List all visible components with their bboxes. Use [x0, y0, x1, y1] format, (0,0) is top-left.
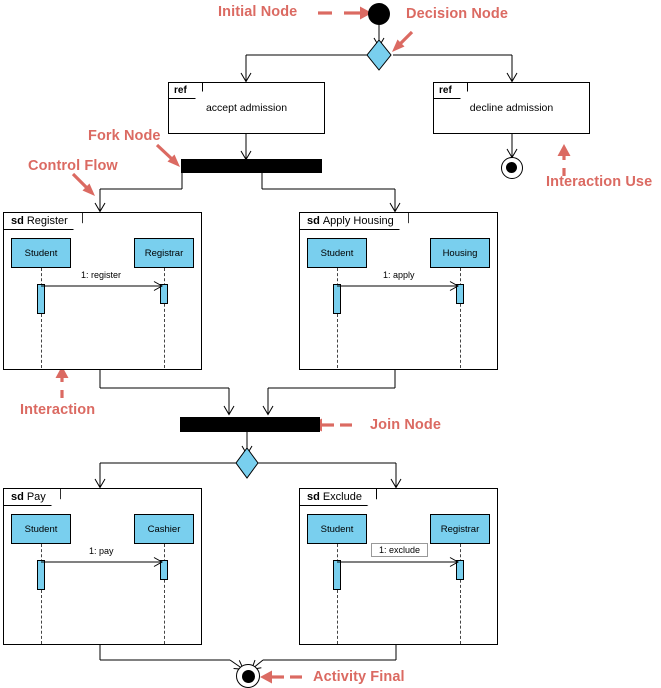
message-label: 1: pay: [89, 546, 114, 556]
activation-bar-housing: [456, 284, 464, 304]
annotation-control-flow: Control Flow: [28, 158, 118, 174]
interaction-use-name: decline admission: [469, 102, 554, 114]
interaction-frame-apply-housing[interactable]: sd Apply Housing Student Housing 1: appl…: [299, 212, 498, 370]
interaction-use-accept-admission[interactable]: ref accept admission: [168, 82, 325, 134]
interaction-frame-title: sd Register: [4, 213, 83, 230]
final-node-decline[interactable]: [501, 157, 523, 179]
annotation-join-node: Join Node: [370, 417, 441, 433]
sd-keyword-label: sd: [11, 215, 24, 227]
lifeline-head-registrar[interactable]: Registrar: [134, 238, 194, 268]
fork-node[interactable]: [181, 159, 322, 173]
lifeline-line-student: [337, 268, 338, 368]
interaction-name-label: Exclude: [322, 491, 362, 503]
lifeline-label: Cashier: [147, 523, 181, 535]
activity-final-node-fill: [241, 669, 255, 683]
lifeline-line-student: [41, 544, 42, 644]
interaction-frame-pay[interactable]: sd Pay Student Cashier 1: pay: [3, 488, 202, 645]
interaction-frame-exclude[interactable]: sd Exclude Student Registrar 1: exclude: [299, 488, 498, 645]
lifeline-label: Registrar: [440, 523, 480, 535]
decision-node-top: [366, 39, 392, 71]
lifeline-head-student[interactable]: Student: [11, 238, 71, 268]
lifeline-head-cashier[interactable]: Cashier: [134, 514, 194, 544]
message-label-selected[interactable]: 1: exclude: [371, 543, 429, 557]
lifeline-line-housing: [460, 268, 461, 368]
interaction-use-decline-admission[interactable]: ref decline admission: [433, 82, 590, 134]
lifeline-head-registrar[interactable]: Registrar: [430, 514, 490, 544]
lifeline-label: Registrar: [144, 247, 184, 259]
lifeline-label: Student: [24, 247, 58, 259]
message-arrow-layer: [337, 557, 460, 567]
interaction-name-label: Pay: [26, 491, 46, 503]
annotation-initial-node: Initial Node: [218, 4, 298, 20]
ref-keyword-label: ref: [434, 83, 468, 99]
activation-bar-student: [333, 284, 341, 314]
activation-bar-student: [37, 560, 45, 590]
annotation-arrow-control-flow: [71, 172, 90, 191]
message-label: 1: apply: [383, 270, 415, 280]
interaction-use-name: accept admission: [205, 102, 288, 114]
message-arrow-layer: [41, 281, 164, 291]
final-node-decline-fill: [506, 162, 517, 173]
annotation-fork-node: Fork Node: [88, 128, 161, 144]
annotation-activity-final: Activity Final: [313, 669, 405, 685]
join-node[interactable]: [180, 417, 320, 432]
sd-keyword-label: sd: [11, 491, 24, 503]
lifeline-head-student[interactable]: Student: [307, 238, 367, 268]
lifeline-label: Housing: [442, 247, 478, 259]
annotation-interaction-use: Interaction Use: [546, 174, 653, 190]
interaction-frame-title: sd Pay: [4, 489, 61, 506]
annotation-interaction: Interaction: [20, 402, 96, 418]
message-arrow-layer: [337, 281, 460, 291]
activation-bar-student: [37, 284, 45, 314]
interaction-frame-title: sd Apply Housing: [300, 213, 409, 230]
activation-bar-cashier: [160, 560, 168, 580]
lifeline-line-registrar: [164, 268, 165, 368]
initial-node[interactable]: [368, 3, 390, 25]
sd-keyword-label: sd: [307, 215, 320, 227]
interaction-name-label: Register: [26, 215, 68, 227]
activity-final-node[interactable]: [236, 664, 260, 688]
annotation-arrow-fork-node: [155, 143, 175, 162]
lifeline-line-student: [337, 544, 338, 644]
message-arrow-layer: [41, 557, 164, 567]
lifeline-head-student[interactable]: Student: [307, 514, 367, 544]
lifeline-head-housing[interactable]: Housing: [430, 238, 490, 268]
lifeline-label: Student: [320, 523, 354, 535]
activation-bar-registrar: [456, 560, 464, 580]
lifeline-label: Student: [24, 523, 58, 535]
lifeline-line-registrar: [460, 544, 461, 644]
lifeline-line-cashier: [164, 544, 165, 644]
lifeline-line-student: [41, 268, 42, 368]
annotation-decision-node: Decision Node: [406, 6, 509, 22]
ref-keyword-label: ref: [169, 83, 203, 99]
lifeline-label: Student: [320, 247, 354, 259]
sd-keyword-label: sd: [307, 491, 320, 503]
interaction-frame-register[interactable]: sd Register Student Registrar 1: registe…: [3, 212, 202, 370]
message-label: 1: register: [81, 270, 122, 280]
activation-bar-student: [333, 560, 341, 590]
interaction-frame-title: sd Exclude: [300, 489, 377, 506]
interaction-name-label: Apply Housing: [322, 215, 394, 227]
decision-node-bottom: [235, 447, 259, 479]
lifeline-head-student[interactable]: Student: [11, 514, 71, 544]
activation-bar-registrar: [160, 284, 168, 304]
